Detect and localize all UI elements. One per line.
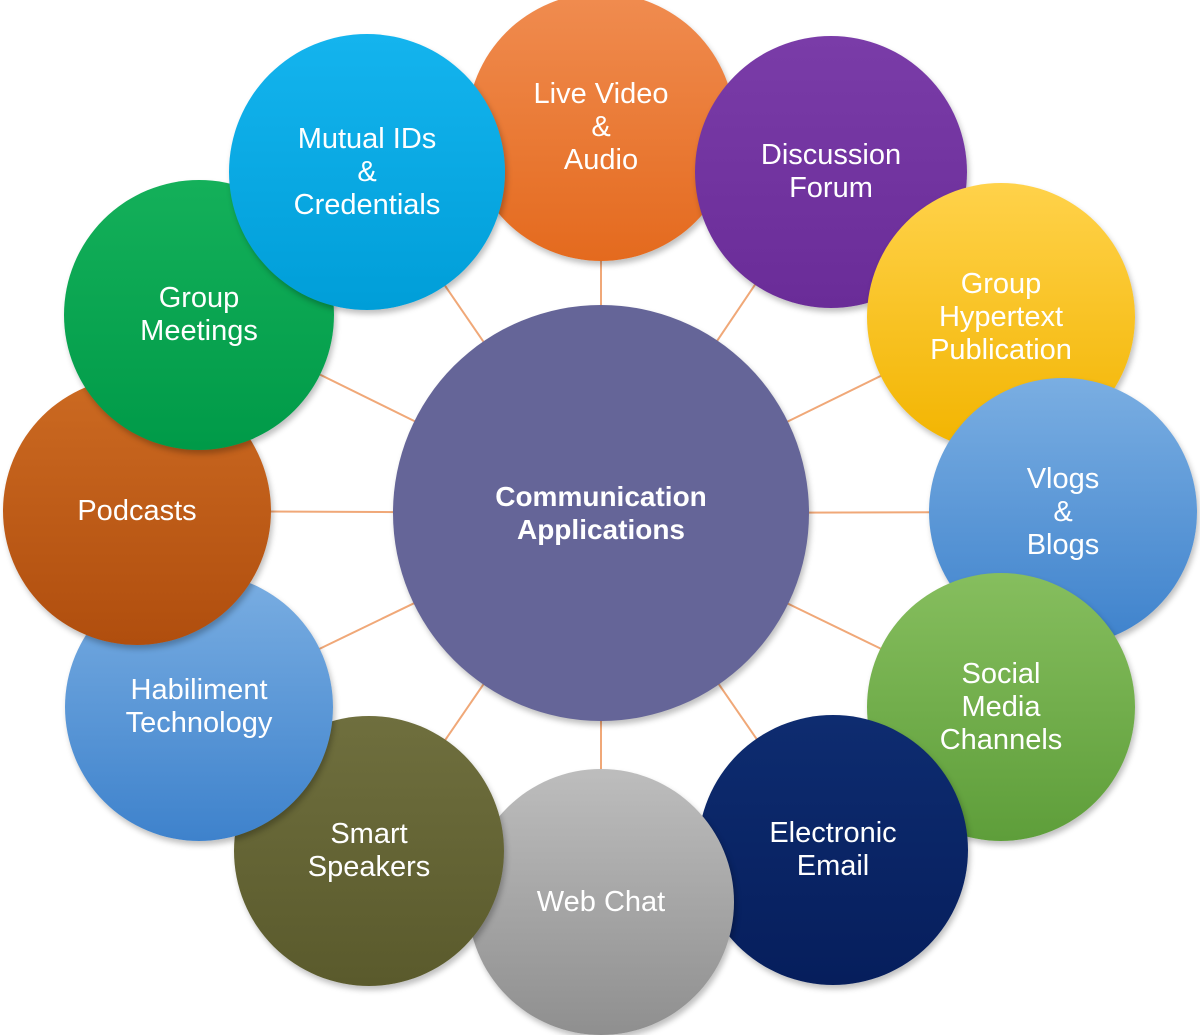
bubble-label-line: Credentials — [294, 189, 441, 222]
bubble-label-line: Blogs — [1027, 529, 1100, 562]
bubble-label-line: Technology — [126, 707, 273, 740]
connector-social-media-channels — [783, 601, 886, 651]
bubble-label-line: Habiliment — [131, 674, 268, 707]
bubble-label-line: Mutual IDs — [298, 123, 437, 156]
bubble-label-line: Group — [159, 282, 240, 315]
center-title-line: Applications — [517, 513, 685, 546]
bubble-label-line: Meetings — [140, 315, 258, 348]
connector-group-hypertext-publication — [782, 373, 886, 424]
connector-smart-speakers — [442, 680, 487, 745]
bubble-label-line: Channels — [940, 724, 1063, 757]
bubble-label-line: & — [591, 111, 610, 144]
bubble-label-line: Podcasts — [77, 495, 196, 528]
center-title-line: Communication — [495, 480, 707, 513]
bubble-label-line: Audio — [564, 144, 638, 177]
bubble-label-line: Media — [962, 691, 1041, 724]
bubble-label-line: Speakers — [308, 851, 431, 884]
bubble-label-line: Electronic — [769, 817, 896, 850]
bubble-electronic-email: Electronic Email — [698, 715, 968, 985]
bubble-label-line: Group — [961, 268, 1042, 301]
bubble-label-line: Social — [962, 658, 1041, 691]
connector-mutual-ids-credentials — [442, 281, 487, 347]
bubble-live-video-audio: Live Video & Audio — [467, 0, 735, 261]
connector-electronic-email — [716, 679, 760, 743]
bubble-label-line: Publication — [930, 334, 1072, 367]
bubble-mutual-ids-credentials: Mutual IDs & Credentials — [229, 34, 505, 310]
center-hub-bubble: Communication Applications — [393, 305, 809, 721]
bubble-label-line: Hypertext — [939, 301, 1063, 334]
connector-podcasts — [265, 512, 399, 513]
bubble-label-line: Vlogs — [1027, 463, 1100, 496]
connector-discussion-forum — [714, 280, 758, 346]
bubble-label-line: & — [1053, 496, 1072, 529]
bubble-label-line: Forum — [789, 172, 873, 205]
bubble-label-line: Discussion — [761, 139, 901, 172]
connector-group-meetings — [315, 372, 420, 424]
bubble-label-line: Smart — [330, 818, 407, 851]
bubble-label-line: Email — [797, 850, 870, 883]
connector-habiliment-technology — [314, 601, 419, 652]
bubble-label-line: & — [357, 156, 376, 189]
bubble-web-chat: Web Chat — [468, 769, 734, 1035]
bubble-label-line: Web Chat — [537, 886, 665, 919]
bubble-label-line: Live Video — [534, 78, 669, 111]
